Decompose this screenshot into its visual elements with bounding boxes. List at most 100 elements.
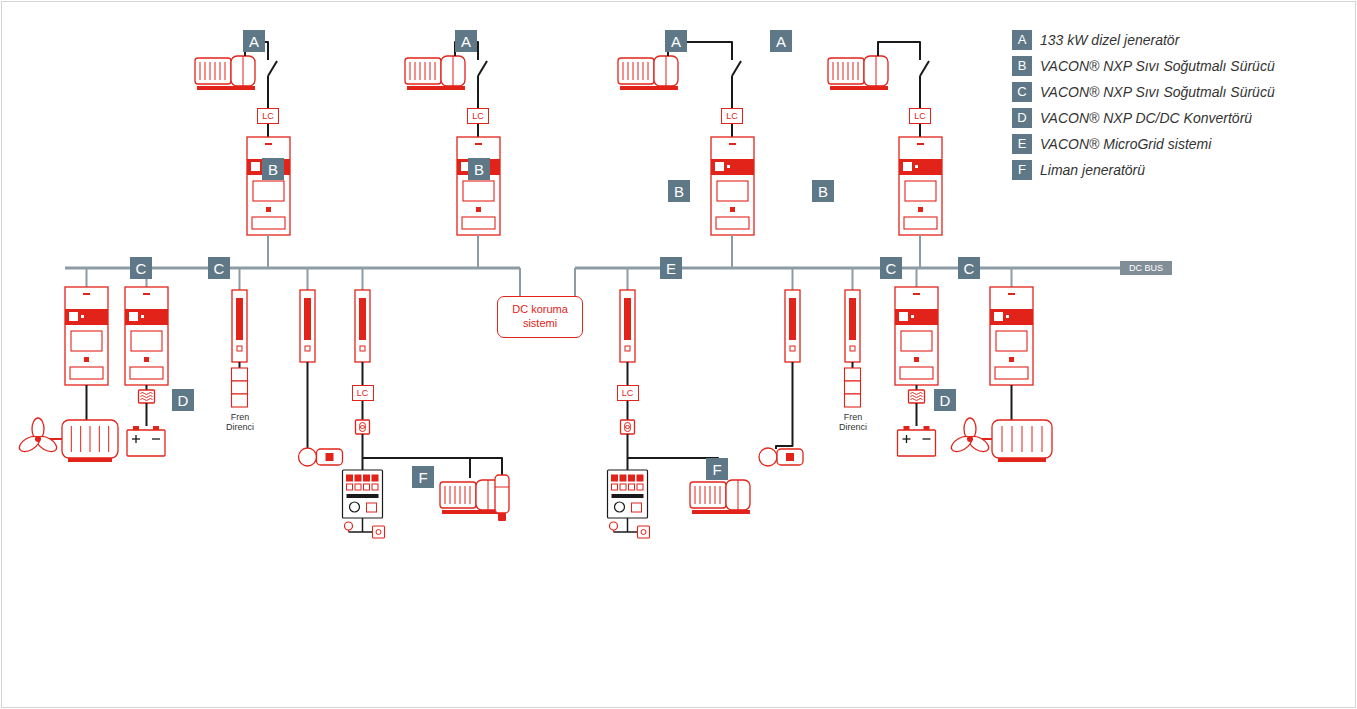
drive-mark xyxy=(475,143,482,145)
propeller-blade xyxy=(17,433,42,454)
switchboard-breaker xyxy=(620,475,626,481)
battery-terminal xyxy=(153,426,159,430)
battery-minus-sign xyxy=(152,438,160,439)
drive-mark xyxy=(729,143,736,145)
battery-wire xyxy=(146,385,148,390)
bus-drop xyxy=(627,268,629,290)
drive-led xyxy=(914,357,919,362)
propeller-hub xyxy=(35,436,41,442)
callout-letter: A xyxy=(770,30,792,52)
drive-cabinet xyxy=(899,137,942,235)
drive-mark xyxy=(143,293,150,295)
generator-wire xyxy=(878,42,920,60)
callout-letter: A xyxy=(455,30,477,52)
motor-fin xyxy=(80,426,81,452)
pump-motor xyxy=(777,449,803,465)
engine-fin xyxy=(700,486,701,504)
node-text: A xyxy=(249,33,259,50)
callout-letter: F xyxy=(706,458,728,480)
generator-seam xyxy=(243,56,244,86)
drive-led xyxy=(911,315,914,318)
legend-letter: D xyxy=(1012,108,1032,128)
bus-drop xyxy=(239,268,241,290)
drive-plate xyxy=(716,217,749,229)
switchboard-breaker xyxy=(364,484,370,490)
drive-band xyxy=(899,159,942,175)
legend-text: 133 kW dizel jeneratör xyxy=(1040,30,1179,50)
drive-band xyxy=(990,309,1033,325)
drive-panel xyxy=(715,162,724,171)
filter-wave xyxy=(911,393,923,395)
bus-drop xyxy=(852,268,854,290)
node-text: E xyxy=(666,260,676,277)
drive-plate xyxy=(130,367,163,379)
diesel-engine xyxy=(405,58,441,84)
node-text: LC xyxy=(622,388,634,398)
shore-plug xyxy=(495,475,509,513)
drive-mark xyxy=(83,293,90,295)
generator-seam xyxy=(876,56,877,86)
engine-fin xyxy=(225,62,226,80)
lc-filter-box: LC xyxy=(909,108,931,124)
diesel-engine xyxy=(618,58,654,84)
transformer-coil xyxy=(625,426,631,432)
pump-housing xyxy=(759,448,777,466)
motor-fin xyxy=(90,426,91,452)
brake-resistor xyxy=(845,381,861,394)
battery-minus-sign xyxy=(923,438,931,439)
legend-text: VACON® MicroGrid sistemi xyxy=(1040,134,1211,154)
bus-drop xyxy=(792,268,794,290)
part-label: Fren Direnci xyxy=(221,412,259,433)
drive-screen xyxy=(463,181,494,201)
bus-drop xyxy=(307,268,309,290)
socket-hole xyxy=(376,530,381,535)
drive-cabinet xyxy=(125,287,168,385)
node-text: C xyxy=(136,260,147,277)
battery-body xyxy=(127,430,165,456)
engine-fin xyxy=(848,62,849,80)
drive-led xyxy=(1009,357,1014,362)
engine-fin xyxy=(455,486,456,504)
drive-screen xyxy=(901,331,932,351)
battery-terminal xyxy=(924,426,930,430)
engine-fin xyxy=(710,486,711,504)
drive-band xyxy=(895,309,938,325)
slim-drive xyxy=(620,290,635,362)
node-text: B xyxy=(268,161,278,178)
engine-fin xyxy=(430,62,431,80)
engine-fin xyxy=(210,62,211,80)
generator-seam xyxy=(453,56,454,86)
callout-letter: B xyxy=(262,158,284,180)
engine-fin xyxy=(858,62,859,80)
lc-filter-box: LC xyxy=(352,385,374,401)
node-text: A xyxy=(671,33,681,50)
breaker-switch xyxy=(478,61,487,76)
slim-drive-led xyxy=(625,346,630,351)
engine-fin xyxy=(435,62,436,80)
generator-seam xyxy=(666,56,667,86)
callout-letter: B xyxy=(812,180,834,202)
lc-filter-box: LC xyxy=(721,108,743,124)
shore-wire xyxy=(627,362,629,385)
callout-letter: C xyxy=(130,257,152,279)
drive-panel xyxy=(994,312,1003,321)
switchboard-breaker xyxy=(629,484,635,490)
resistor-wire xyxy=(239,362,241,368)
callout-letter: C xyxy=(880,257,902,279)
lamp-base xyxy=(348,530,349,532)
drive-screen xyxy=(131,331,162,351)
node-text: LC xyxy=(472,111,484,121)
generator-wire xyxy=(731,76,733,108)
generator-body xyxy=(864,56,888,86)
lc-filter-box: LC xyxy=(257,108,279,124)
switchboard-breaker xyxy=(629,475,635,481)
engine-fin xyxy=(200,62,201,80)
breaker-switch xyxy=(920,61,929,76)
motor-base xyxy=(998,458,1046,462)
shore-wire xyxy=(627,434,629,470)
node-text: F xyxy=(712,461,721,478)
shore-wire xyxy=(469,458,471,478)
motor-wire xyxy=(86,385,88,420)
shore-wire xyxy=(362,434,364,470)
